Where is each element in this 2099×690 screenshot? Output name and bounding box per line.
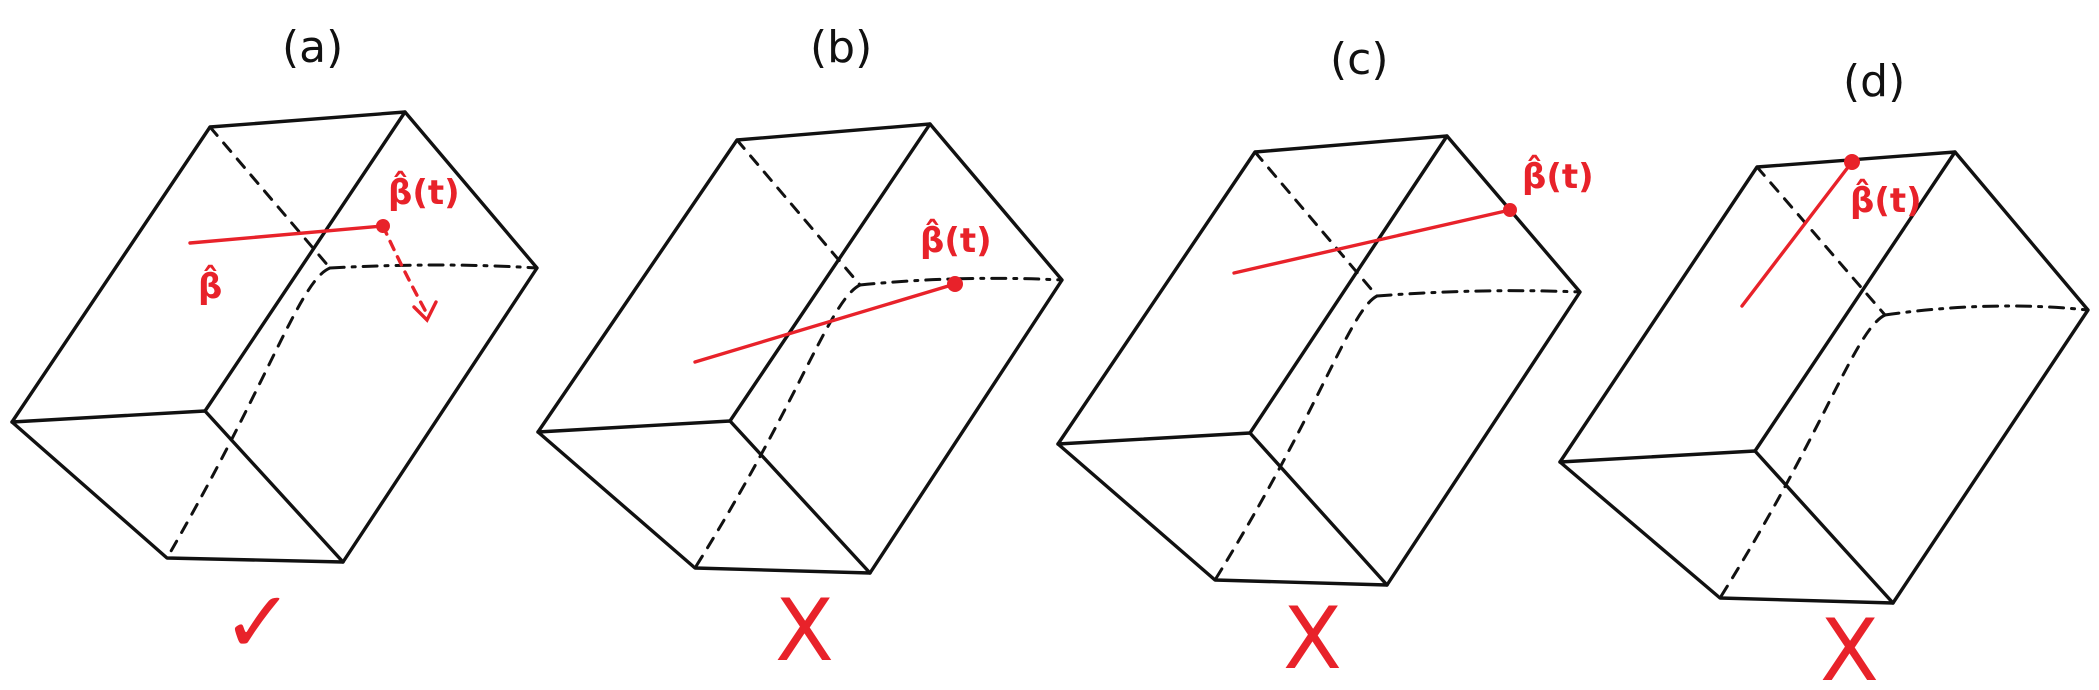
panel-d-label: (d) [1843,56,1905,107]
panel-a-verdict: ✓ [222,573,294,673]
panel-d-beta-t-label: β̂(t) [1850,179,1922,221]
panel-d-verdict: X [1820,601,1879,690]
panel-a-beta-t-point [376,219,390,233]
panel-b-box [536,122,1064,575]
panel-b-beta-t-label: β̂(t) [920,219,992,261]
panel-d-solution-path [1740,160,1854,308]
panel-a-beta-t-label: β̂(t) [388,171,460,213]
panel-b-label: (b) [810,22,872,73]
panel-d: (d) β̂(t) X [1558,56,2090,690]
panel-b-solution-path [693,282,957,364]
panel-c: (c) β̂(t) X [1056,34,1594,689]
panel-b: (b) β̂(t) X [536,22,1064,681]
panel-a-path [188,219,438,323]
panel-c-solution-path [1232,208,1512,275]
panel-b-path [693,276,963,364]
panel-c-path [1232,203,1517,275]
panel-a: (a) β̂(t) β̂ ✓ [10,22,539,673]
panel-a-continuation-path [381,224,428,314]
panel-a-box [10,110,539,564]
panel-d-box [1558,150,2090,605]
panel-a-arrowhead [412,300,438,323]
panel-a-solution-path [188,224,385,245]
panel-a-label: (a) [282,22,343,73]
panel-d-path [1740,154,1860,308]
panel-c-beta-t-point [1503,203,1517,217]
panel-c-verdict: X [1283,589,1342,689]
panel-c-box [1056,134,1582,587]
panel-b-beta-t-point [947,276,963,292]
panel-a-beta-hat-label: β̂ [198,265,222,307]
panel-c-beta-t-label: β̂(t) [1522,155,1594,197]
panel-d-beta-t-point [1844,154,1860,170]
panel-b-verdict: X [775,581,834,681]
panel-c-label: (c) [1330,34,1389,85]
